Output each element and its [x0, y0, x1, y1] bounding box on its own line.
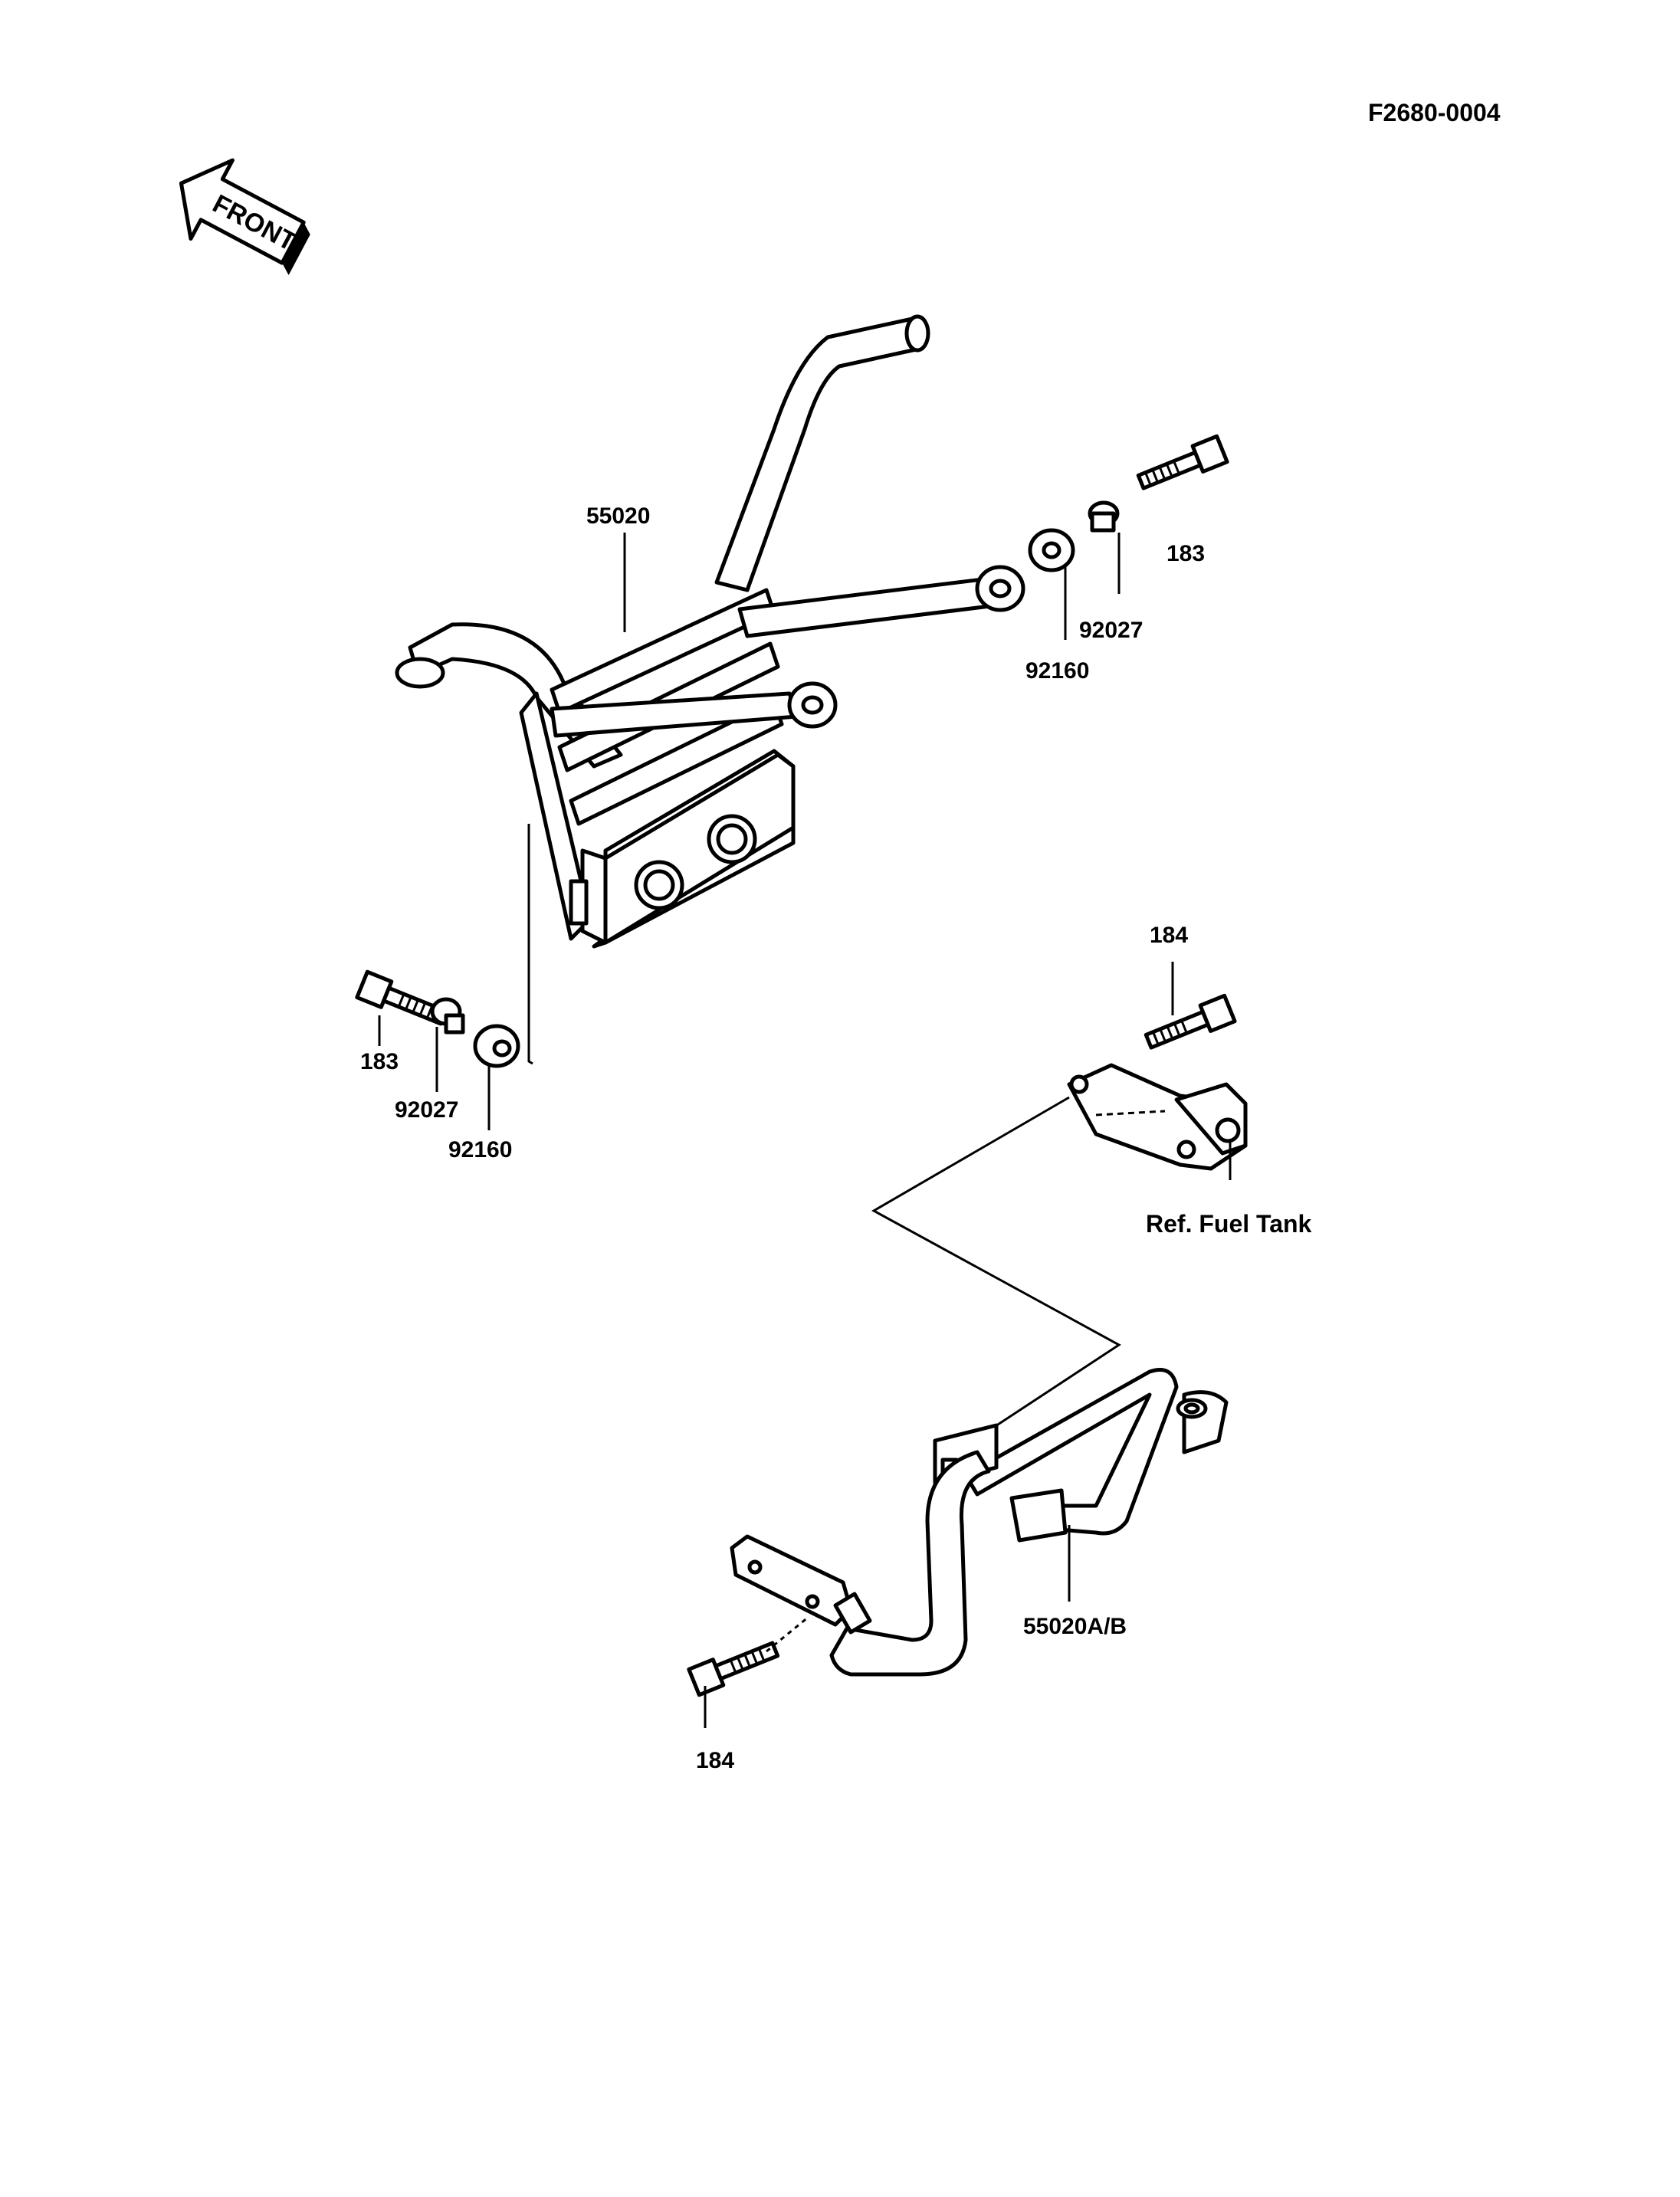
- bolt-184-bottom: [687, 1641, 780, 1697]
- diagram-code: F2680-0004: [1368, 99, 1501, 126]
- callout-92027-right: 92027: [1079, 618, 1143, 643]
- main-frame-55020: [395, 314, 1025, 949]
- ref-fuel-tank: Ref. Fuel Tank: [1146, 1210, 1312, 1238]
- front-direction-arrow-icon: FRONT: [179, 158, 310, 276]
- callout-55020: 55020: [586, 503, 650, 529]
- collar-92027-left: [430, 997, 465, 1035]
- rear-frame-55020AB: [730, 1368, 1229, 1677]
- callout-183-right: 183: [1166, 541, 1205, 566]
- callout-92160-left: 92160: [448, 1137, 512, 1162]
- callout-92027-left: 92027: [395, 1097, 458, 1123]
- callout-184-bottom: 184: [696, 1748, 734, 1773]
- callout-184-top: 184: [1150, 923, 1188, 948]
- link-line: [871, 1096, 1121, 1442]
- fuel-tank-bracket: [1067, 1063, 1248, 1171]
- callout-55020AB: 55020A/B: [1023, 1614, 1127, 1639]
- callout-183-left: 183: [360, 1049, 399, 1074]
- bolt-184-top: [1144, 993, 1237, 1050]
- bolt-183-right: [1136, 434, 1229, 490]
- grommet-92160-left: [473, 1024, 520, 1068]
- callout-92160-right: 92160: [1025, 658, 1089, 684]
- collar-92027-right: [1088, 500, 1120, 533]
- bolt-183-left: [355, 969, 448, 1026]
- grommet-92160-right: [1028, 528, 1075, 572]
